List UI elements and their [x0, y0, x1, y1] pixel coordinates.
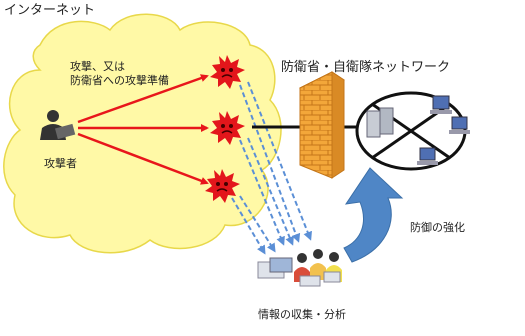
defense-label: 防御の強化 — [410, 220, 465, 234]
firewall-icon — [299, 71, 345, 179]
cloud-text-line2: 防衛省への攻撃準備 — [70, 73, 169, 87]
virus-icon — [205, 169, 240, 203]
computer-icon — [417, 147, 438, 165]
attack-arrow — [77, 132, 209, 185]
computer-icon — [449, 116, 470, 134]
collect-arrow — [247, 81, 312, 241]
attacker-icon — [40, 110, 76, 140]
internet-cloud — [3, 13, 282, 254]
virus-icon — [210, 55, 245, 89]
analysis-label: 情報の収集・分析 — [258, 307, 346, 321]
collect-arrow — [231, 197, 266, 255]
network-title: 防衛省・自衛隊ネットワーク — [281, 59, 450, 75]
virus-icon — [210, 111, 245, 145]
analysts-icon — [257, 249, 342, 287]
collect-arrow — [247, 137, 294, 246]
attack-arrow — [77, 74, 209, 124]
collect-arrow — [239, 84, 301, 243]
internet-label: インターネット — [4, 3, 95, 18]
cloud-text-line1: 攻撃、又は — [70, 59, 125, 73]
defense-arrow — [343, 167, 404, 263]
collect-arrow — [239, 139, 285, 246]
collect-arrow — [239, 195, 276, 253]
server-icon — [366, 107, 394, 138]
attacker-label: 攻撃者 — [44, 156, 77, 170]
computer-icon — [430, 95, 452, 114]
